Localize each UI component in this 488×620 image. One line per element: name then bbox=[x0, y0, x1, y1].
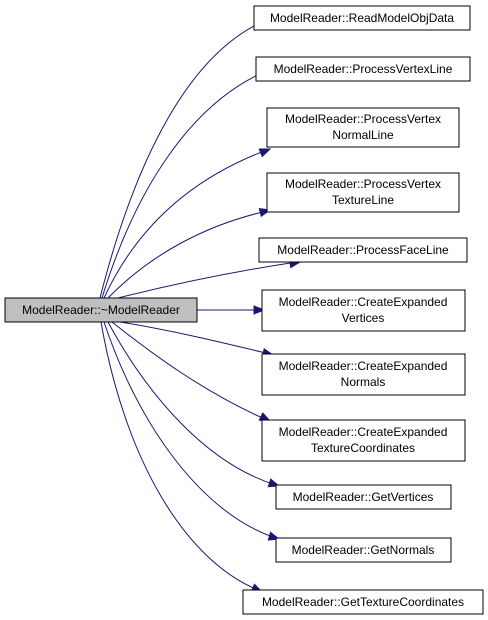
edge-to-get-texture-coordinates bbox=[100, 321, 259, 591]
node-get-texture-coordinates-label: ModelReader::GetTextureCoordinates bbox=[262, 595, 464, 609]
node-get-vertices[interactable]: ModelReader::GetVertices bbox=[275, 484, 452, 510]
node-create-expanded-vertices[interactable]: ModelReader::CreateExpanded Vertices bbox=[261, 289, 466, 332]
node-create-expanded-texture-coordinates[interactable]: ModelReader::CreateExpanded TextureCoord… bbox=[261, 419, 466, 462]
node-create-expanded-vertices-box bbox=[261, 289, 466, 332]
node-get-normals-box bbox=[275, 537, 452, 563]
node-process-vertex-texture-line-label-1: ModelReader::ProcessVertex bbox=[285, 177, 441, 191]
node-process-vertex-line[interactable]: ModelReader::ProcessVertexLine bbox=[255, 56, 471, 82]
node-get-normals-label: ModelReader::GetNormals bbox=[292, 543, 435, 557]
node-process-vertex-texture-line-label-2: TextureLine bbox=[332, 193, 394, 207]
node-process-vertex-normal-line-label-1: ModelReader::ProcessVertex bbox=[285, 112, 441, 126]
node-create-expanded-normals-label-2: Normals bbox=[341, 375, 386, 389]
edge-to-process-vertex-normal-line bbox=[103, 149, 268, 299]
node-process-face-line[interactable]: ModelReader::ProcessFaceLine bbox=[258, 237, 468, 263]
arrowhead-create-expanded-vertices-icon bbox=[253, 305, 266, 315]
node-get-vertices-box bbox=[275, 484, 452, 510]
arrowhead-process-vertex-normal-line-icon bbox=[258, 148, 272, 158]
node-process-vertex-normal-line-label-2: NormalLine bbox=[332, 128, 394, 142]
node-model-reader-destructor-box bbox=[4, 297, 198, 323]
node-create-expanded-texture-coordinates-label-2: TextureCoordinates bbox=[311, 441, 415, 455]
node-process-vertex-normal-line[interactable]: ModelReader::ProcessVertex NormalLine bbox=[266, 107, 460, 148]
edge-to-create-expanded-normals bbox=[119, 321, 271, 355]
edge-to-get-normals bbox=[103, 321, 277, 539]
node-create-expanded-texture-coordinates-label-1: ModelReader::CreateExpanded bbox=[279, 425, 448, 439]
node-create-expanded-normals[interactable]: ModelReader::CreateExpanded Normals bbox=[261, 353, 466, 396]
node-create-expanded-normals-box bbox=[261, 353, 466, 396]
node-create-expanded-vertices-label-2: Vertices bbox=[342, 311, 385, 325]
node-create-expanded-vertices-label-1: ModelReader::CreateExpanded bbox=[279, 295, 448, 309]
edge-to-process-vertex-line bbox=[101, 71, 265, 299]
node-process-vertex-line-box bbox=[255, 56, 471, 82]
node-process-vertex-texture-line-box bbox=[266, 172, 460, 213]
edge-to-create-expanded-texture-coordinates bbox=[111, 321, 268, 421]
node-read-model-obj-data[interactable]: ModelReader::ReadModelObjData bbox=[253, 5, 471, 31]
node-read-model-obj-data-box bbox=[253, 5, 471, 31]
node-process-face-line-label: ModelReader::ProcessFaceLine bbox=[277, 243, 449, 257]
edge-to-read-model-obj-data bbox=[99, 21, 263, 299]
edge-to-get-vertices bbox=[107, 321, 277, 486]
node-process-vertex-line-label: ModelReader::ProcessVertexLine bbox=[274, 62, 453, 76]
node-get-texture-coordinates[interactable]: ModelReader::GetTextureCoordinates bbox=[242, 589, 484, 615]
node-process-vertex-texture-line[interactable]: ModelReader::ProcessVertex TextureLine bbox=[266, 172, 460, 213]
node-model-reader-destructor-label: ModelReader::~ModelReader bbox=[22, 303, 180, 317]
node-create-expanded-texture-coordinates-box bbox=[261, 419, 466, 462]
node-create-expanded-normals-label-1: ModelReader::CreateExpanded bbox=[279, 359, 448, 373]
edge-to-process-face-line bbox=[117, 261, 298, 299]
node-get-texture-coordinates-box bbox=[242, 589, 484, 615]
edge-to-process-vertex-texture-line bbox=[107, 210, 268, 299]
node-read-model-obj-data-label: ModelReader::ReadModelObjData bbox=[270, 11, 454, 25]
node-get-normals[interactable]: ModelReader::GetNormals bbox=[275, 537, 452, 563]
node-process-vertex-normal-line-box bbox=[266, 107, 460, 148]
node-model-reader-destructor[interactable]: ModelReader::~ModelReader bbox=[4, 297, 198, 323]
node-get-vertices-label: ModelReader::GetVertices bbox=[293, 490, 434, 504]
node-process-face-line-box bbox=[258, 237, 468, 263]
